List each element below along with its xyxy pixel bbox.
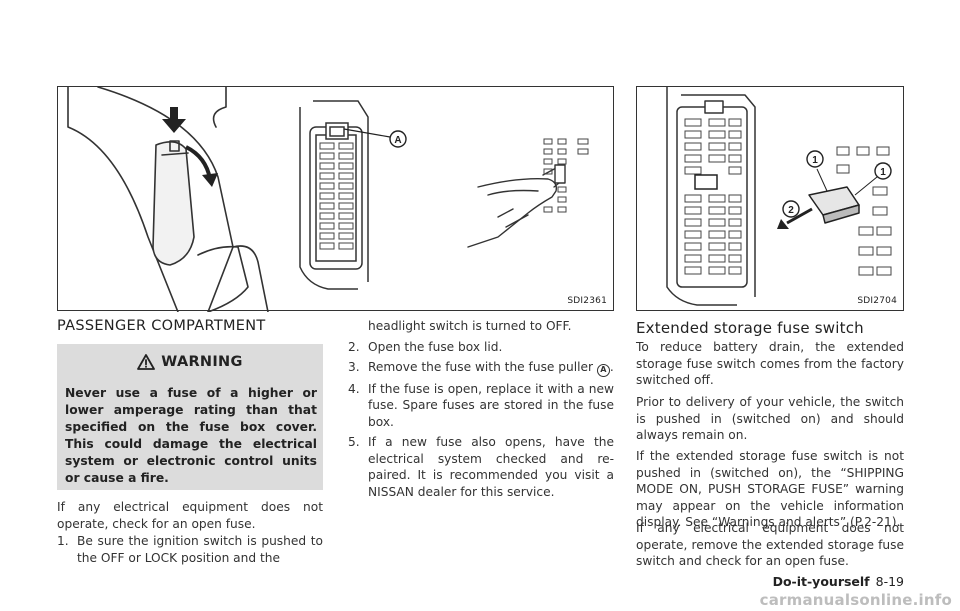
list-item: 4. If the fuse is open, replace it with … — [348, 381, 614, 431]
step-text: Open the fuse box lid. — [368, 339, 503, 354]
callout-1-label-left: 1 — [812, 155, 818, 166]
step-number: 3. — [348, 360, 360, 374]
step-text-continued: headlight switch is turned to OFF. — [368, 319, 572, 333]
callout-1-label-right: 1 — [880, 167, 886, 178]
figure-extended-storage-switch: 1 1 2 SDI2704 — [636, 86, 904, 311]
list-item: 1. Be sure the ignition switch is pushed… — [57, 533, 323, 566]
section-title-passenger: PASSENGER COMPARTMENT — [57, 318, 266, 334]
step-text: Remove the fuse with the fuse puller — [368, 360, 594, 374]
step-text: If a new fuse also opens, have the elect… — [368, 435, 614, 499]
step-number: 4. — [348, 381, 360, 396]
step-suffix: . — [609, 360, 614, 374]
callout-a-label: A — [394, 135, 401, 146]
list-item: 3. Remove the fuse with the fuse puller … — [348, 359, 614, 377]
list-item: 5. If a new fuse also opens, have the el… — [348, 434, 614, 500]
step-text: If the fuse is open, replace it with a n… — [368, 381, 614, 429]
list-item: 2. Open the fuse box lid. — [348, 339, 614, 356]
warning-header: WARNING — [57, 344, 323, 380]
step-number: 5. — [348, 435, 360, 450]
storage-switch-illustration: 1 1 2 — [666, 87, 892, 306]
steps-list-part-1: 1. Be sure the ignition switch is pushed… — [57, 533, 323, 566]
warning-triangle-icon — [137, 354, 156, 370]
figure-fuse-box-removal: A SDI2361 — [57, 86, 614, 312]
steps-list-part-2: headlight switch is turned to OFF. 2. Op… — [348, 318, 614, 500]
extended-paragraph-4: If any electrical equipment does not ope… — [636, 521, 904, 568]
page-number: 8-19 — [875, 574, 904, 589]
warning-text: Never use a fuse of a higher or lower am… — [65, 386, 317, 485]
step-text: Be sure the ignition switch is pushed to… — [77, 534, 323, 565]
page-footer: Do-it-yourself 8-19 — [773, 574, 904, 589]
extended-paragraph-3: If the extended storage fuse switch is n… — [636, 449, 904, 529]
figure-code: SDI2361 — [567, 296, 607, 306]
warning-title: WARNING — [161, 354, 243, 370]
marker-a-icon: A — [596, 363, 610, 377]
step-number: 2. — [348, 339, 360, 354]
watermark: carmanualsonline.info — [759, 591, 952, 609]
extended-paragraph-1: To reduce battery drain, the extended st… — [636, 340, 904, 387]
callout-2-label: 2 — [788, 205, 794, 216]
step-number: 1. — [57, 534, 69, 548]
section-title-extended-storage: Extended storage fuse switch — [636, 319, 864, 337]
list-item: headlight switch is turned to OFF. — [348, 318, 614, 335]
intro-paragraph: If any electrical equipment does not ope… — [57, 500, 323, 531]
extended-paragraph-2: Prior to delivery of your vehicle, the s… — [636, 395, 904, 442]
figure-code: SDI2704 — [857, 296, 897, 306]
chapter-name: Do-it-yourself — [772, 574, 870, 589]
warning-box: WARNING Never use a fuse of a higher or … — [57, 344, 323, 490]
fuse-box-illustration: A — [67, 87, 589, 312]
